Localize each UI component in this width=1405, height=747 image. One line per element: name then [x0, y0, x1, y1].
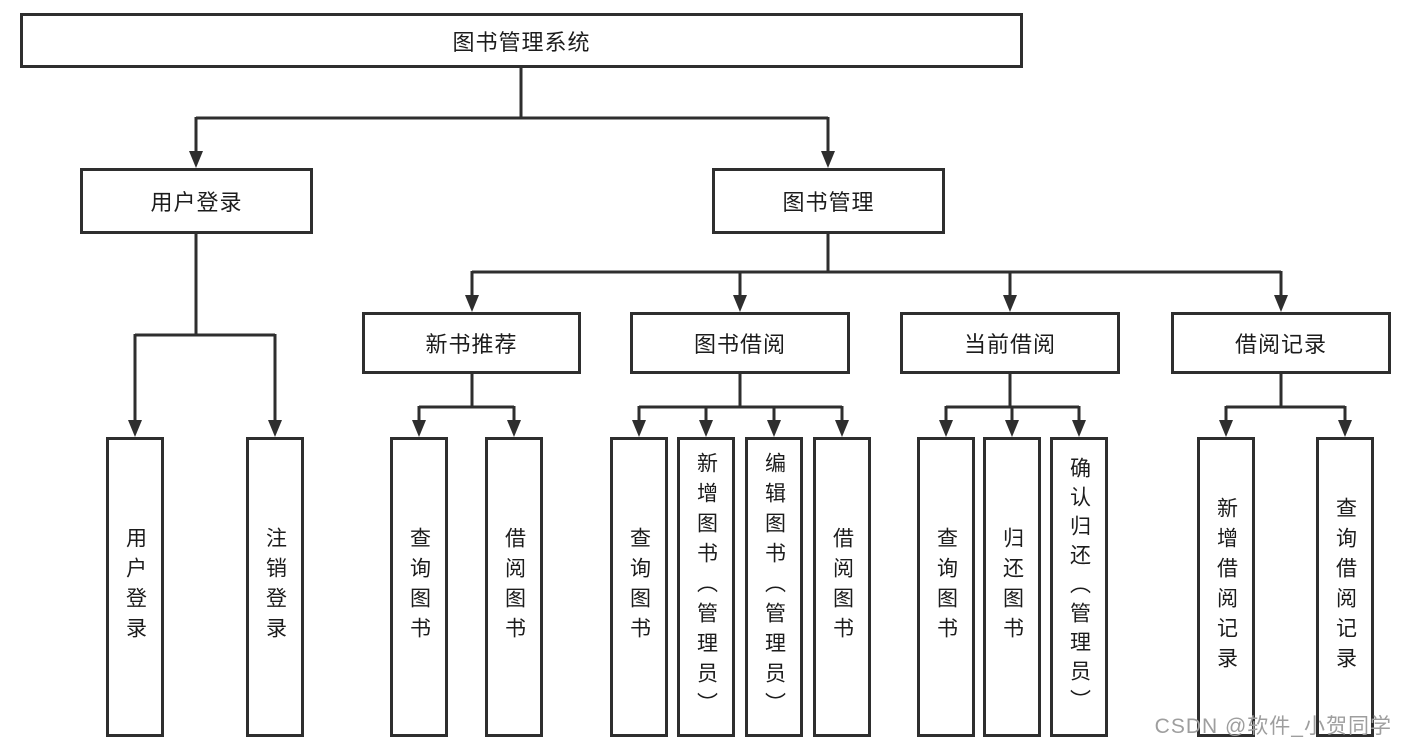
leaf-current-return-books: 归还图书 [983, 437, 1041, 737]
leaf-borrowing-add-books-admin: 新增图书（管理员） [677, 437, 735, 737]
leaf-current-confirm-return-admin: 确认归还（管理员） [1050, 437, 1108, 737]
node-label: 借阅记录 [1234, 332, 1327, 357]
node-label: 当前借阅 [963, 332, 1056, 357]
node-label: 借阅图书 [830, 527, 854, 647]
node-label: 归还图书 [1000, 527, 1024, 647]
node-label: 图书管理系统 [452, 29, 591, 55]
node-label: 查询借阅记录 [1333, 497, 1357, 677]
leaf-logout: 注销登录 [246, 437, 304, 737]
leaf-records-add-record: 新增借阅记录 [1197, 437, 1255, 737]
node-book-borrowing: 图书借阅 [630, 312, 850, 374]
node-label: 查询图书 [934, 527, 958, 647]
node-label: 借阅图书 [502, 527, 526, 647]
node-label: 新书推荐 [425, 332, 518, 357]
leaf-recommend-borrow-books: 借阅图书 [485, 437, 543, 737]
leaf-borrowing-query-books: 查询图书 [610, 437, 668, 737]
node-label: 图书借阅 [693, 332, 786, 357]
node-user-login: 用户登录 [80, 168, 313, 234]
node-label: 用户登录 [150, 190, 243, 215]
leaf-recommend-query-books: 查询图书 [390, 437, 448, 737]
leaf-records-query-record: 查询借阅记录 [1316, 437, 1374, 737]
node-current-borrowing: 当前借阅 [900, 312, 1120, 374]
leaf-current-query-books: 查询图书 [917, 437, 975, 737]
node-label: 查询图书 [627, 527, 651, 647]
node-label: 新增借阅记录 [1214, 497, 1238, 677]
leaf-borrowing-edit-books-admin: 编辑图书（管理员） [745, 437, 803, 737]
node-label: 注销登录 [263, 527, 287, 647]
node-label: 用户登录 [123, 527, 147, 647]
node-borrowing-records: 借阅记录 [1171, 312, 1391, 374]
leaf-user-login: 用户登录 [106, 437, 164, 737]
node-label: 图书管理 [782, 190, 875, 215]
node-library-management-system: 图书管理系统 [20, 13, 1023, 68]
node-book-management: 图书管理 [712, 168, 945, 234]
node-new-book-recommend: 新书推荐 [362, 312, 581, 374]
node-label: 编辑图书（管理员） [762, 452, 786, 722]
node-label: 新增图书（管理员） [694, 452, 718, 722]
node-label: 确认归还（管理员） [1067, 456, 1091, 718]
csdn-watermark: CSDN @软件_小贺同学 [1154, 715, 1392, 738]
leaf-borrowing-borrow-books: 借阅图书 [813, 437, 871, 737]
node-label: 查询图书 [407, 527, 431, 647]
